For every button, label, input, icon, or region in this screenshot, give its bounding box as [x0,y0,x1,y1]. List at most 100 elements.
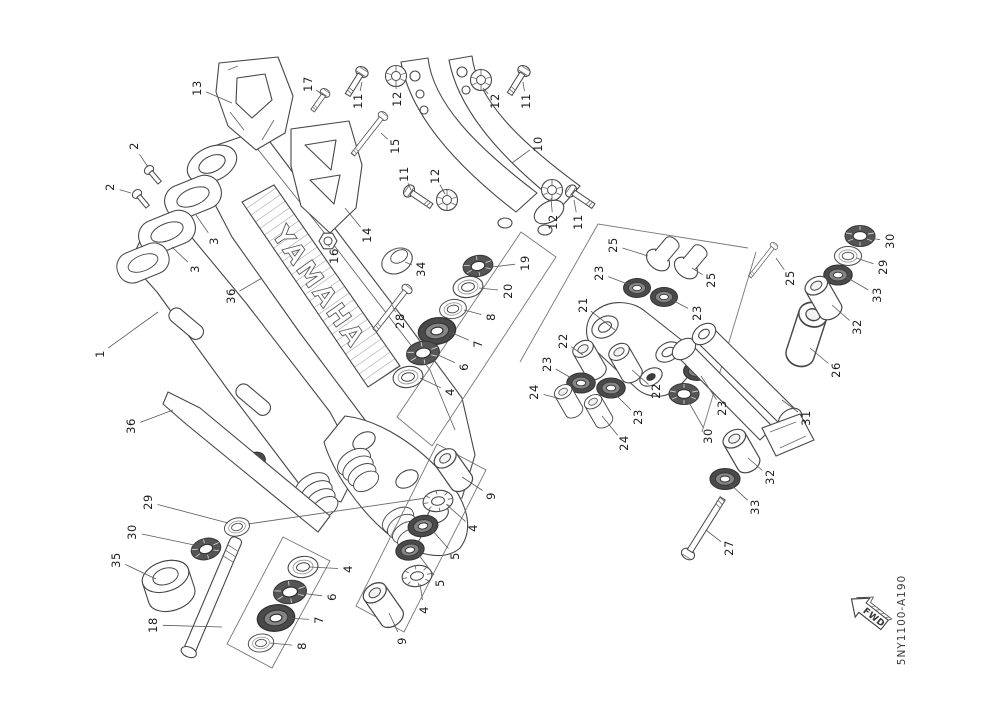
swingarm-pivot-lug [186,144,238,184]
part-label-3-11: 3 [188,265,202,273]
callout-line-25 [775,257,785,271]
part-label-34-21: 34 [414,261,428,277]
part-label-4-56: 4 [417,606,431,614]
part-25-bolt-c [746,240,780,280]
part-label-25-51: 25 [783,270,797,286]
callout-line-4 [309,566,339,569]
part-15-bolt [348,109,390,159]
chain-guide-block [215,56,294,151]
callout-line-25 [622,247,649,257]
callout-line-36 [140,409,174,423]
part-23-seal-d [596,377,626,399]
part-label-7-26: 7 [471,340,485,348]
part-label-16-13: 16 [327,248,341,264]
part-12-collar-a [384,64,408,88]
part-21-relay-arm [586,302,693,397]
callout-line-30 [141,533,200,547]
part-30-bearing-b [668,382,700,406]
callout-line-26 [809,347,829,364]
part-31-connecting-rod [671,322,815,457]
part-label-6-59: 6 [325,593,339,601]
part-label-22-34: 22 [556,333,570,349]
part-label-30-41: 30 [701,428,715,444]
callout-frame-linkage-right [701,251,757,433]
callout-line-22 [570,346,584,356]
callout-line-11 [407,183,412,191]
part-2-bolt-a [142,163,164,187]
callout-line-21 [590,310,616,331]
callout-line-17 [315,89,324,96]
callout-line-27 [705,529,722,543]
part-11-bolt-c [400,182,436,213]
part-label-27-46: 27 [722,540,736,556]
callout-line-12 [482,87,489,94]
part-label-12-4: 12 [488,93,502,109]
part-label-24-39: 24 [617,435,631,451]
callout-line-18 [162,624,223,628]
callout-line-33 [729,483,748,501]
callout-line-4 [419,377,442,389]
part-label-2-7: 2 [127,142,141,150]
part-23-seal-b [650,287,678,307]
fwd-arrow-icon: FWD [850,596,893,631]
part-label-26-42: 26 [829,362,843,378]
callout-line-2 [139,154,149,168]
callout-line-33 [845,276,869,291]
callout-line-13 [206,91,233,104]
part-30-bearing [188,534,224,564]
part-label-7-60: 7 [312,616,326,624]
part-30-bearing-c [844,224,876,248]
callout-line-12 [439,184,446,195]
part-label-17-1: 17 [301,76,315,92]
assembly-axis-line [247,496,434,525]
callout-line-6 [299,592,323,597]
callout-line-11 [359,81,363,92]
callout-line-32 [831,304,850,321]
callout-line-31 [781,399,799,413]
part-label-2-8: 2 [103,183,117,191]
part-12-collar-b [469,68,493,92]
callout-line-11 [573,199,577,213]
callout-line-16 [327,243,330,248]
callout-line-30 [686,398,704,428]
part-label-11-5: 11 [519,93,533,109]
part-9-bush-b [358,577,408,633]
part-12-collar-c [435,188,459,212]
part-35-cover [141,559,196,613]
part-label-4-28: 4 [443,388,457,396]
part-11-bolt-d [562,182,598,213]
sheet-code: 5NY1100-A190 [896,575,908,665]
part-label-8-61: 8 [295,642,309,650]
callout-line-23 [613,392,632,411]
callout-line-3 [195,214,209,234]
callout-line-34 [404,261,412,266]
part-label-6-27: 6 [457,363,471,371]
callout-line-3 [171,246,189,263]
callout-line-8 [463,309,482,315]
part-6-bearing-b [271,577,309,607]
part-33-seal-b [709,467,741,491]
part-label-19-23: 19 [518,255,532,271]
part-label-12-15: 12 [428,168,442,184]
part-label-4-58: 4 [341,565,355,573]
callout-line-11 [522,81,525,92]
callout-line-35 [124,563,157,580]
callout-frame-left-series [226,536,331,669]
part-label-18-65: 18 [146,617,160,633]
callout-line-4 [446,504,466,522]
part-label-32-50: 32 [850,319,864,335]
callout-line-23 [700,375,717,400]
callout-line-32 [747,457,763,471]
callout-line-23 [555,368,574,380]
part-label-9-52: 9 [484,492,498,500]
callout-line-22 [631,369,649,385]
part-label-22-37: 22 [649,383,663,399]
part-label-35-64: 35 [109,552,123,568]
part-19-cover [460,252,496,280]
part-label-25-29: 25 [606,237,620,253]
callout-line-19 [491,263,516,268]
callout-line-23 [608,276,631,286]
callout-line-5 [431,529,449,549]
